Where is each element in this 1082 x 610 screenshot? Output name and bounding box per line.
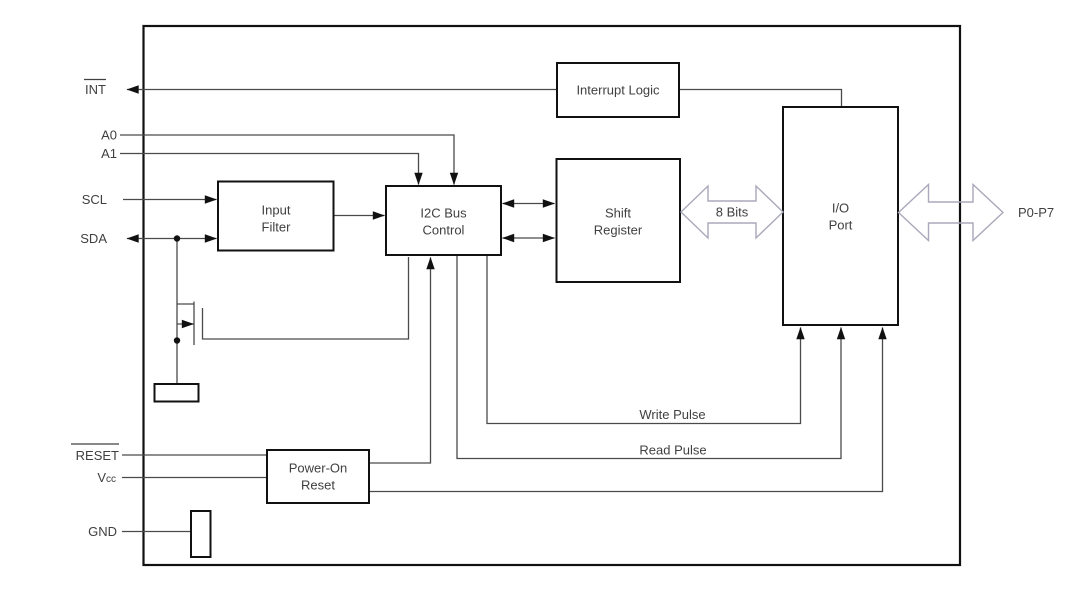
vcc-subscript-text: cc — [106, 474, 116, 485]
io-port-label-line2: Port — [829, 218, 853, 233]
input-filter-label-line2: Filter — [262, 220, 292, 235]
a1-connector — [120, 152, 423, 185]
write-pulse-connector — [486, 256, 805, 425]
interrupt-logic-label: Interrupt Logic — [576, 83, 660, 98]
i2c-bus-control-label-line1: I2C Bus — [420, 206, 467, 221]
power-on-reset-block — [266, 449, 370, 504]
shift-register-label-line1: Shift — [605, 206, 631, 221]
p0-p7-bus-arrow — [897, 182, 1005, 243]
input-filter-block — [217, 180, 335, 252]
io-port-label-line1: I/O — [832, 201, 849, 216]
reset-pin-label: RESET — [76, 448, 119, 463]
internal-8bit-bus-arrow — [679, 184, 785, 240]
sda-output-mosfet — [153, 235, 410, 403]
power-on-reset-label-line1: Power-On — [289, 461, 348, 476]
a0-connector — [120, 134, 459, 185]
i2c-bus-control-label-line2: Control — [423, 223, 465, 238]
gnd-pin-label: GND — [88, 524, 117, 539]
interrupt-logic-block — [556, 62, 680, 118]
chip-boundary — [142, 24, 962, 567]
mosfet-source-junction-dot — [173, 337, 181, 344]
internal-bus-width-label: 8 Bits — [716, 205, 749, 220]
por-to-i2c-connector — [369, 257, 435, 464]
pull-resistor — [153, 383, 200, 403]
shift-register-block — [555, 158, 681, 283]
por-to-ioport-connector — [369, 327, 887, 493]
int-pin-label: INT — [85, 82, 106, 97]
p0-p7-pin-label: P0-P7 — [1018, 205, 1054, 220]
a0-pin-label: A0 — [101, 128, 117, 143]
sda-junction-dot — [173, 235, 181, 242]
a1-pin-label: A1 — [101, 146, 117, 161]
io-port-block — [782, 106, 899, 326]
input-filter-label-line1: Input — [262, 203, 291, 218]
write-pulse-label: Write Pulse — [639, 407, 705, 422]
shift-register-label-line2: Register — [594, 223, 643, 238]
vcc-pin-label: Vcc — [97, 470, 116, 485]
power-on-reset-label-line2: Reset — [301, 478, 335, 493]
mosfet-gate-to-i2c-connector — [202, 257, 410, 340]
i2c-bus-control-block — [385, 185, 502, 256]
interrupt-to-ioport-connector — [679, 88, 843, 106]
read-pulse-label: Read Pulse — [639, 443, 706, 458]
scl-pin-label: SCL — [82, 192, 107, 207]
sda-pin-label: SDA — [80, 231, 107, 246]
gnd-resistor — [190, 510, 212, 558]
vcc-main-text: V — [97, 470, 106, 485]
read-pulse-connector — [456, 256, 846, 460]
